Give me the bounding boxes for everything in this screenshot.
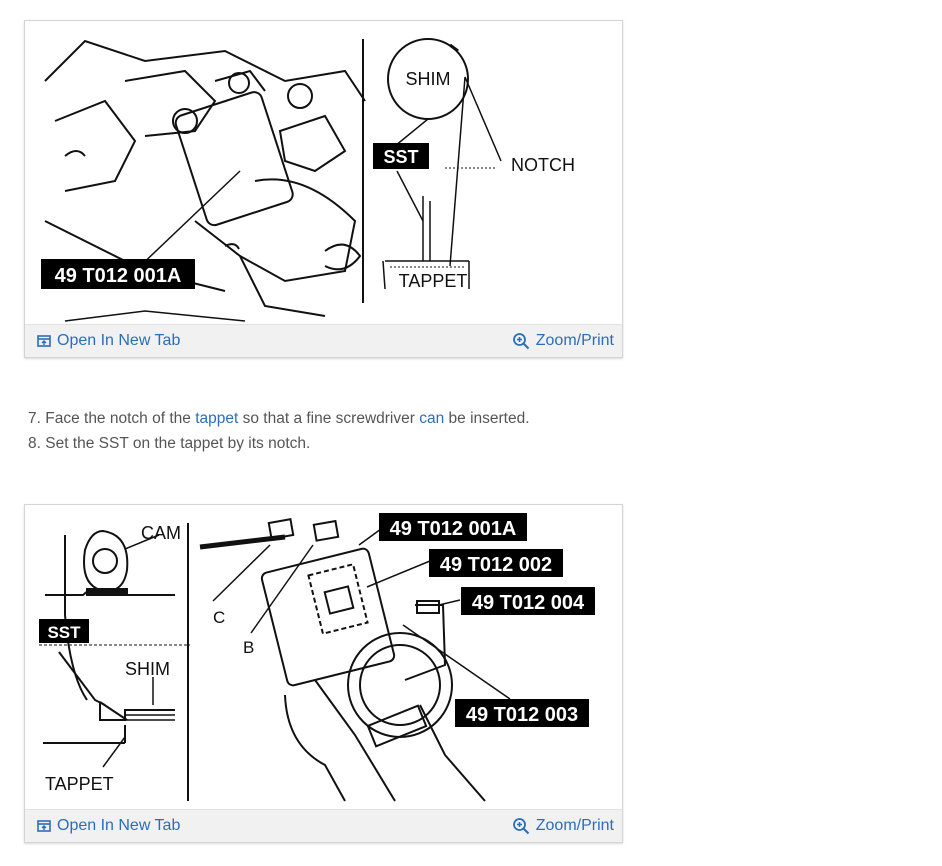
- svg-text:SST: SST: [383, 147, 418, 167]
- label-tappet-2: TAPPET: [45, 774, 114, 794]
- diagram-card-1: 49 T012 001A SHIM SST NOTCH TAPPET Open …: [24, 20, 623, 358]
- svg-text:49 T012 001A: 49 T012 001A: [55, 265, 182, 287]
- zoom-in-icon: [512, 818, 529, 835]
- tappet-shim-diagram-2: CAM SST SHIM TAPPET C B 49 T012 001A 49 …: [39, 513, 595, 802]
- label-shim-2: SHIM: [125, 659, 170, 679]
- can-link[interactable]: can: [419, 410, 445, 427]
- label-cam: CAM: [141, 523, 181, 543]
- label-part-001a: 49 T012 001A: [379, 513, 527, 541]
- open-in-new-tab-link[interactable]: Open In New Tab: [37, 325, 180, 357]
- label-sst-2: SST: [39, 619, 89, 643]
- open-in-new-tab-link-2[interactable]: Open In New Tab: [37, 810, 180, 842]
- svg-text:SST: SST: [47, 623, 81, 642]
- image-toolbar-1: Open In New Tab Zoom/Print: [25, 324, 622, 357]
- step-7: 7. Face the notch of the tappet so that …: [28, 410, 530, 427]
- label-part-002: 49 T012 002: [429, 549, 563, 577]
- zoom-print-label: Zoom/Print: [535, 332, 614, 349]
- svg-text:49 T012 002: 49 T012 002: [440, 554, 552, 576]
- open-new-tab-icon: [37, 820, 51, 832]
- diagram-card-2: CAM SST SHIM TAPPET C B 49 T012 001A 49 …: [24, 504, 623, 843]
- zoom-print-label: Zoom/Print: [535, 817, 614, 834]
- label-sst: SST: [373, 143, 429, 169]
- label-tappet: TAPPET: [399, 271, 468, 291]
- tappet-link[interactable]: tappet: [195, 410, 239, 427]
- svg-text:49 T012 004: 49 T012 004: [472, 592, 585, 614]
- zoom-print-link-2[interactable]: Zoom/Print: [512, 810, 614, 842]
- svg-text:49 T012 003: 49 T012 003: [466, 704, 578, 726]
- label-c: C: [213, 608, 225, 627]
- tappet-shim-diagram-1: 49 T012 001A SHIM SST NOTCH TAPPET: [41, 38, 575, 322]
- open-new-tab-icon: [37, 335, 51, 347]
- label-part-004: 49 T012 004: [461, 587, 595, 615]
- label-b: B: [243, 638, 254, 657]
- label-shim: SHIM: [406, 69, 451, 89]
- open-in-new-tab-label: Open In New Tab: [57, 817, 181, 834]
- procedure-steps: 7. Face the notch of the tappet so that …: [28, 406, 530, 456]
- step-8: 8. Set the SST on the tappet by its notc…: [28, 435, 311, 452]
- svg-text:49 T012 001A: 49 T012 001A: [390, 518, 517, 540]
- label-notch: NOTCH: [511, 155, 575, 175]
- image-toolbar-2: Open In New Tab Zoom/Print: [25, 809, 622, 842]
- zoom-print-link[interactable]: Zoom/Print: [512, 325, 614, 357]
- zoom-in-icon: [512, 333, 529, 350]
- label-part-number: 49 T012 001A: [41, 259, 195, 289]
- label-part-003: 49 T012 003: [455, 699, 589, 727]
- open-in-new-tab-label: Open In New Tab: [57, 332, 181, 349]
